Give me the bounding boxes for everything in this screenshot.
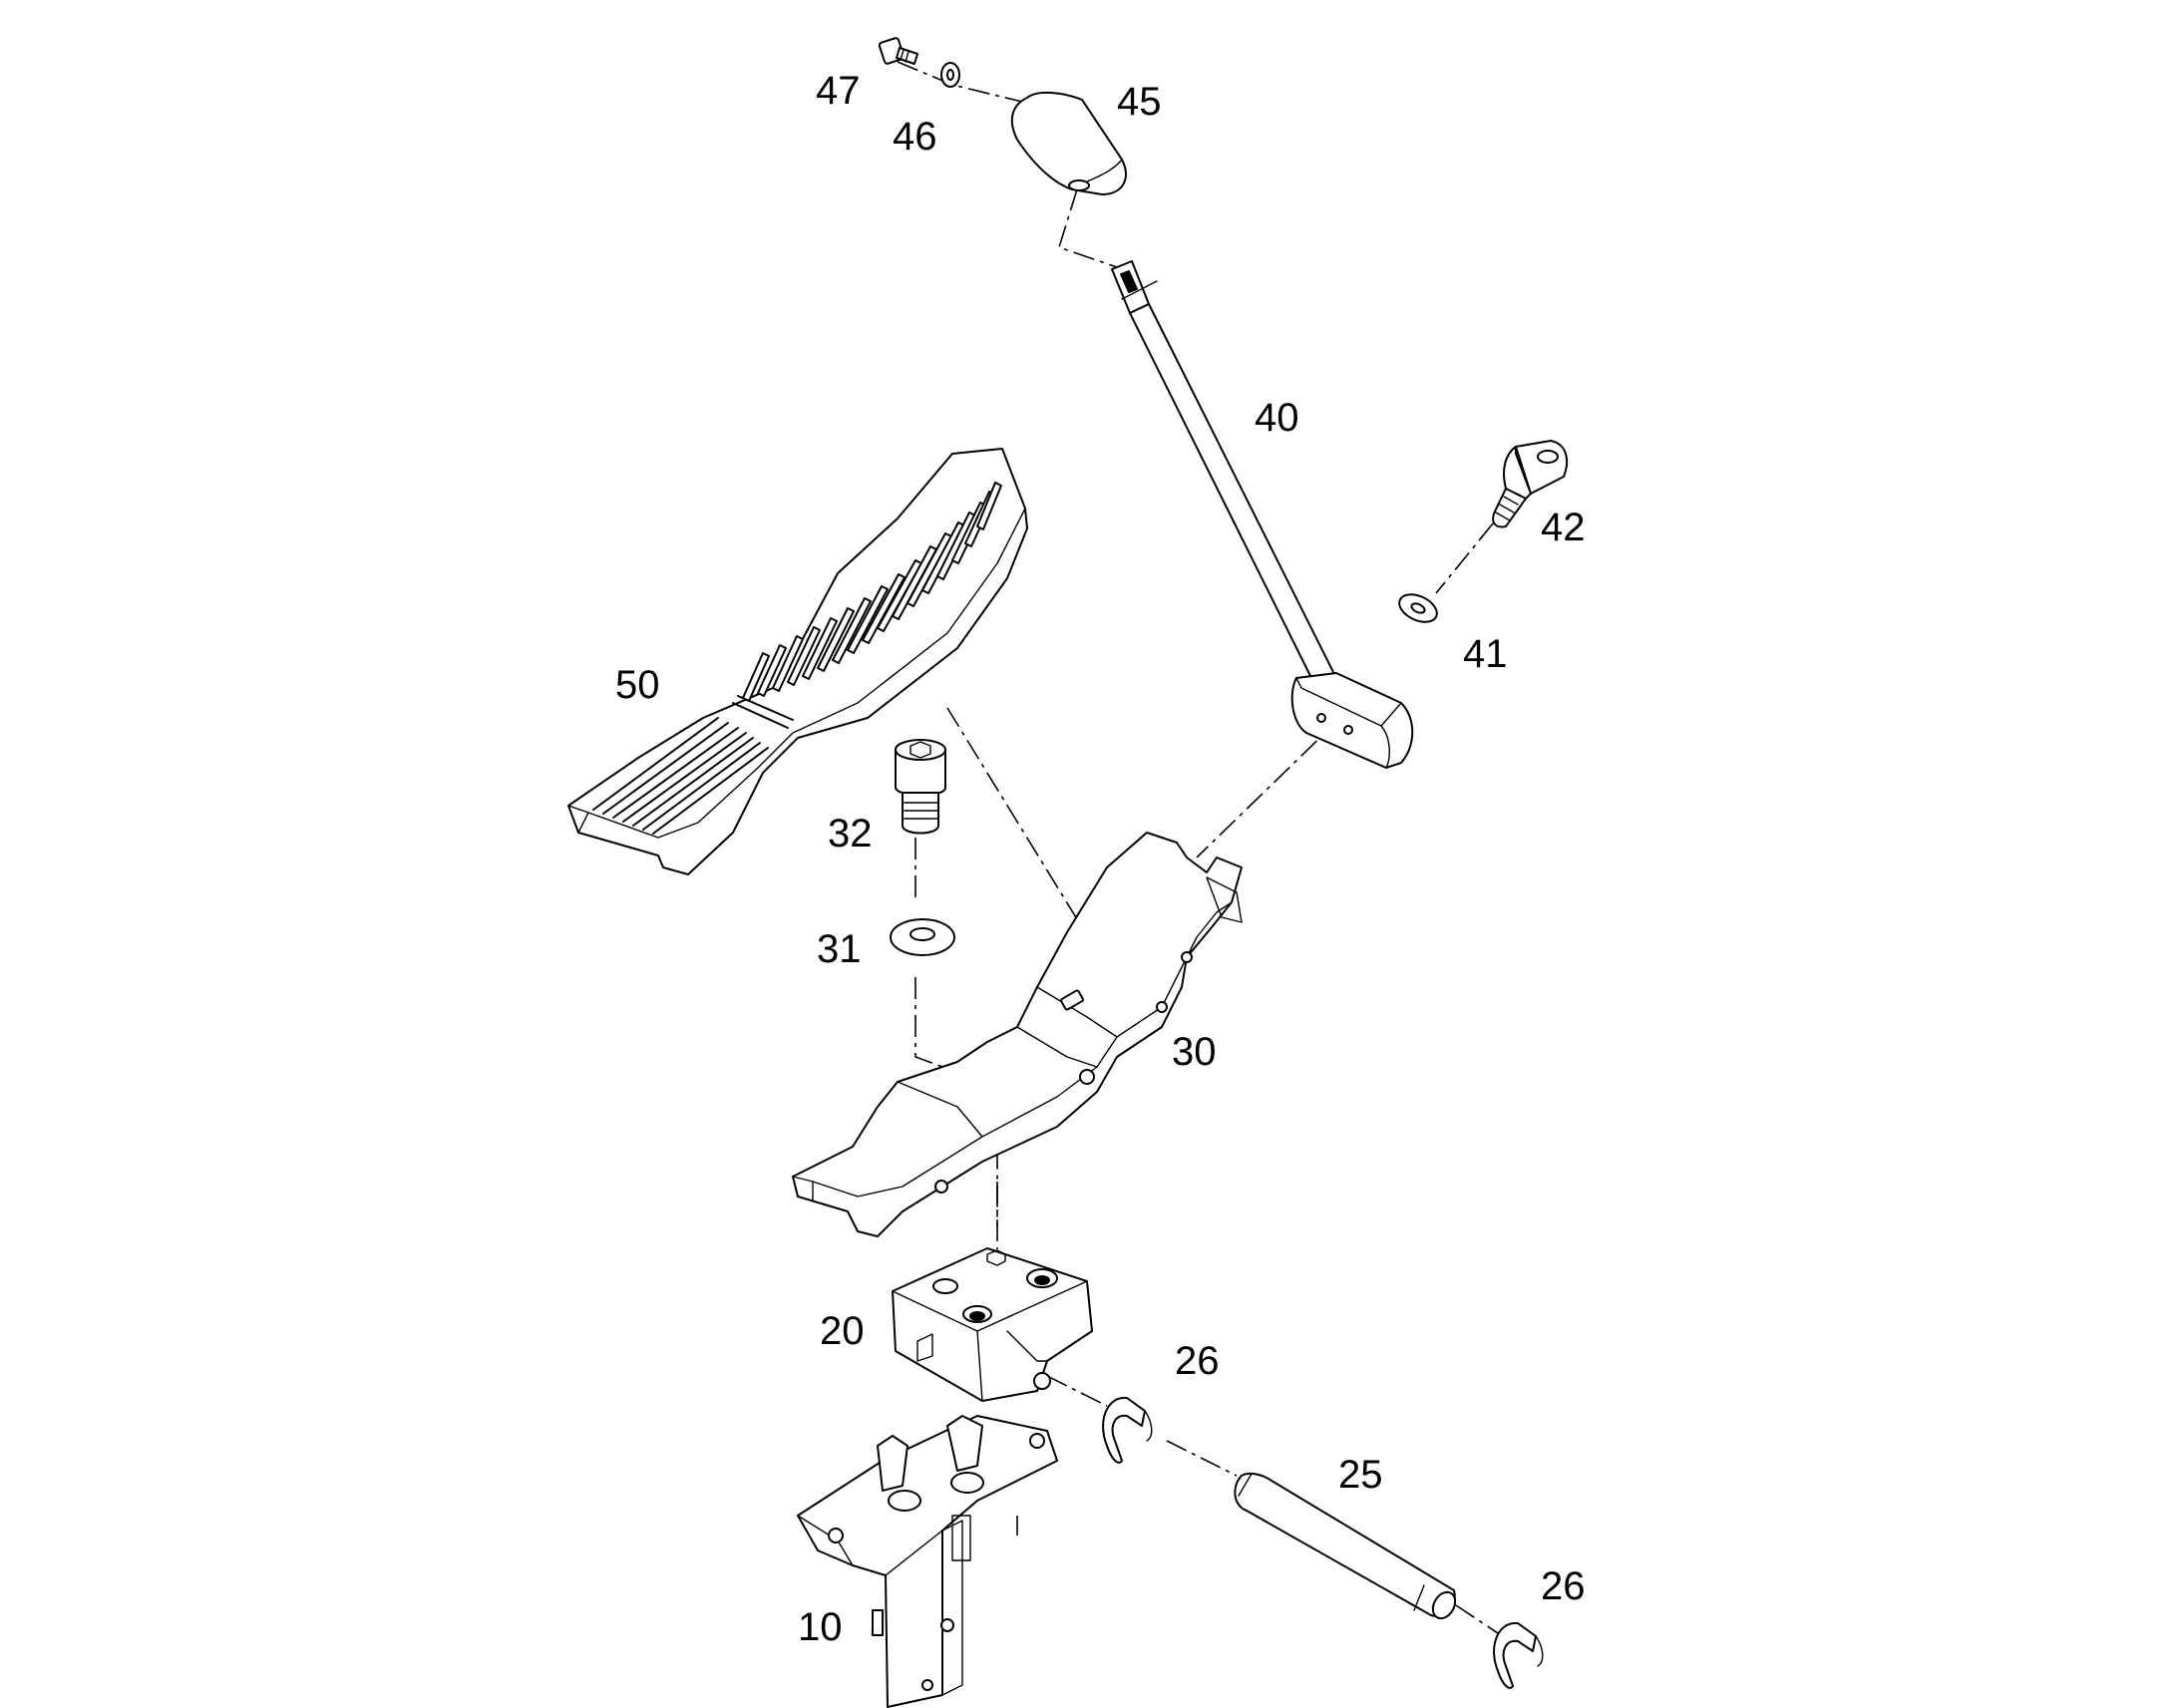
callout-10: 10 xyxy=(798,1605,843,1649)
callout-46: 46 xyxy=(893,115,937,159)
part-20-pivot-block xyxy=(892,1247,1093,1402)
part-31-washer xyxy=(890,918,955,956)
callout-45: 45 xyxy=(1117,80,1162,124)
part-41-washer xyxy=(1398,593,1438,623)
part-47-screw xyxy=(878,37,918,65)
callout-41: 41 xyxy=(1463,632,1508,676)
part-46-washer xyxy=(940,62,960,88)
assembly-leader-lines xyxy=(897,61,1505,1638)
callout-32: 32 xyxy=(828,812,873,855)
part-26-e-clip-lower xyxy=(1493,1621,1544,1689)
part-25-pivot-pin xyxy=(1234,1472,1457,1620)
callout-31: 31 xyxy=(817,927,862,971)
part-10-mounting-bracket xyxy=(797,1415,1058,1708)
callout-20: 20 xyxy=(820,1309,865,1353)
callout-47: 47 xyxy=(816,69,861,113)
callout-50: 50 xyxy=(615,663,660,707)
part-40-lever-rod xyxy=(1111,260,1414,769)
part-42-bolt xyxy=(1492,440,1569,528)
callout-26-lower: 26 xyxy=(1541,1564,1586,1608)
callout-40: 40 xyxy=(1255,396,1299,440)
part-30-pedal-arm xyxy=(792,832,1243,1237)
callout-26-upper: 26 xyxy=(1175,1339,1220,1383)
callout-25: 25 xyxy=(1338,1453,1383,1497)
callout-30: 30 xyxy=(1172,1030,1217,1074)
callout-42: 42 xyxy=(1541,506,1586,549)
part-45-knob xyxy=(1010,92,1127,195)
part-50-pedal-pad xyxy=(567,448,1028,875)
part-26-e-clip-upper xyxy=(1102,1396,1153,1464)
callout-labels: 47 46 45 40 42 41 50 32 31 30 20 26 25 2… xyxy=(615,69,1586,1649)
part-32-cap-screw xyxy=(895,739,946,835)
